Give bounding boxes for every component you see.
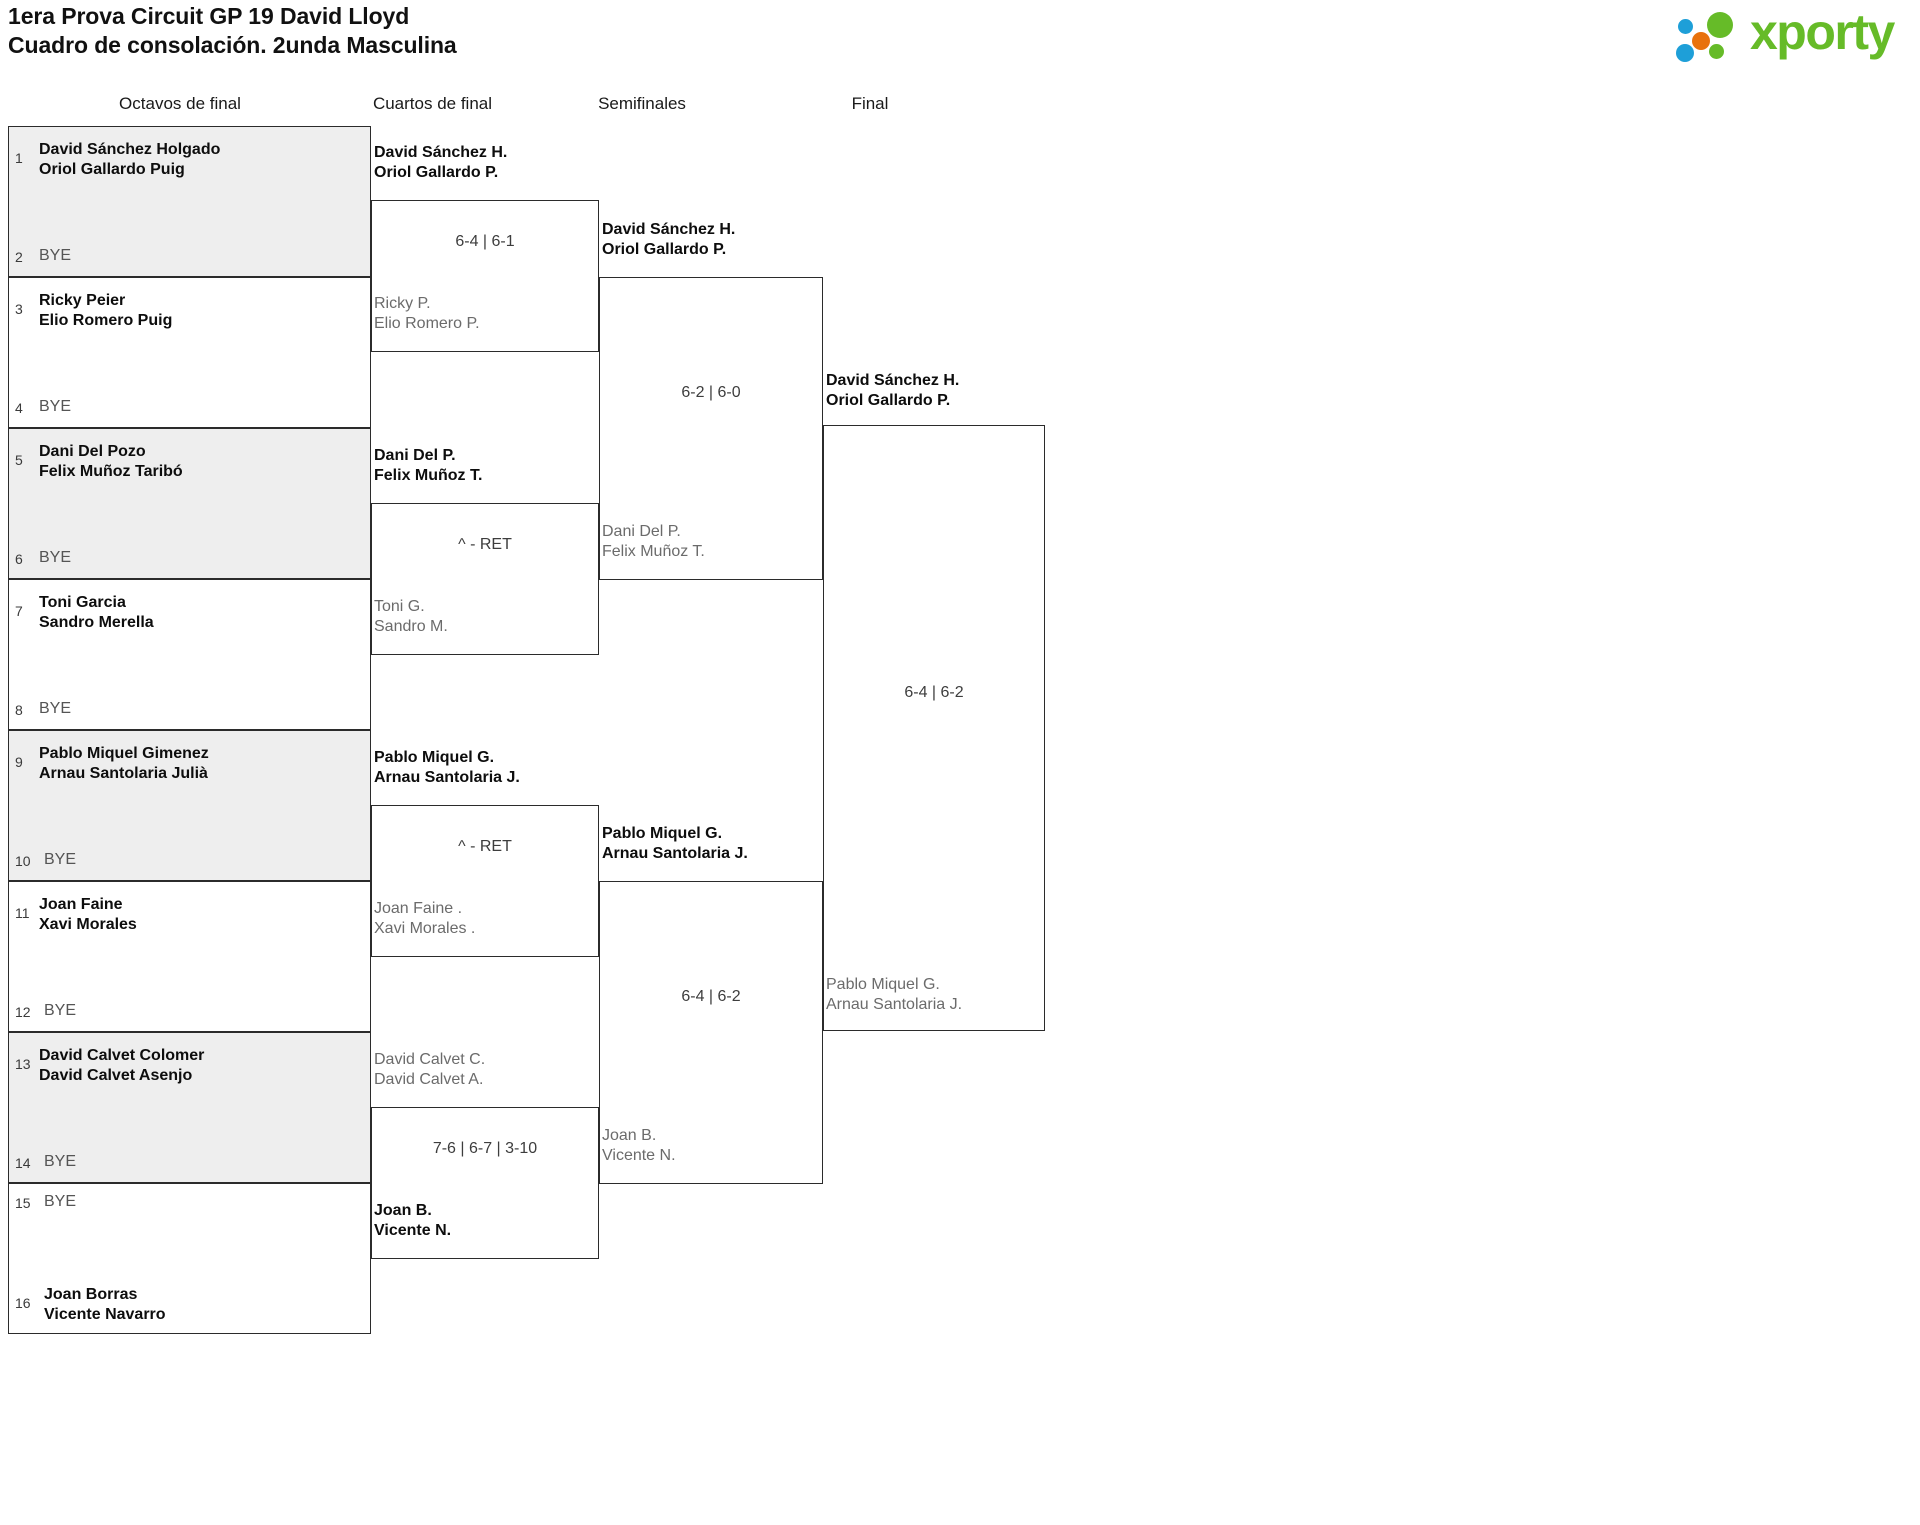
r1-pair-5[interactable]: 9 Pablo Miquel Gimenez Arnau Santolaria … [8,730,371,881]
r2-match-4-score: 7-6 | 6-7 | 3-10 [432,1140,538,1157]
seed-number: 2 [15,249,23,265]
r1-pair-6[interactable]: 11 Joan Faine Xavi Morales 12 BYE [8,881,371,1032]
logo-wordmark: xporty [1750,4,1895,60]
r1-entry-15-bye: BYE [44,1193,77,1210]
r3-m2-bottom-names: Joan B. Vicente N. [602,1127,676,1164]
r3-m1-top-names: David Sánchez H. Oriol Gallardo P. [602,221,736,258]
r2-m2-top-names: Dani Del P. Felix Muñoz T. [374,447,483,484]
r4-m1-bottom-names: Pablo Miquel G. Arnau Santolaria J. [826,976,963,1013]
logo-dot-blue-bottom [1676,44,1694,62]
seed-number: 8 [15,702,23,718]
logo-dot-green-small [1709,44,1724,59]
r1-entry-1-names: David Sánchez Holgado Oriol Gallardo Pui… [39,141,221,178]
r1-entry-10-bye: BYE [44,851,77,868]
r3-match-1-score: 6-2 | 6-0 [681,384,741,401]
page-title-line-2: Cuadro de consolación. 2unda Masculina [8,32,457,59]
xporty-logo: xporty [1676,4,1906,64]
r2-match-4-box[interactable] [371,1107,599,1259]
r2-m3-top-names: Pablo Miquel G. Arnau Santolaria J. [374,749,520,786]
r1-pair-8[interactable]: 15 BYE 16 Joan Borras Vicente Navarro [8,1183,371,1334]
r1-entry-6-bye: BYE [39,549,72,566]
r1-entry-2-bye: BYE [39,247,72,264]
r1-entry-9-names: Pablo Miquel Gimenez Arnau Santolaria Ju… [39,745,209,782]
seed-number: 11 [15,905,30,921]
logo-dot-orange [1692,32,1710,50]
r2-match-3-box[interactable] [371,805,599,957]
seed-number: 1 [15,150,23,166]
logo-dot-green-large [1707,12,1733,38]
r2-m4-top-names: David Calvet C. David Calvet A. [374,1051,486,1088]
r1-pair-4[interactable]: 7 Toni Garcia Sandro Merella 8 BYE [8,579,371,730]
seed-number: 10 [15,853,31,869]
page-title-line-1: 1era Prova Circuit GP 19 David Lloyd [8,3,410,29]
r1-entry-5-names: Dani Del Pozo Felix Muñoz Taribó [39,443,183,480]
round-header-semis: Semifinales [598,94,686,113]
seed-number: 13 [15,1056,31,1072]
r2-m1-bottom-names: Ricky P. Elio Romero P. [374,295,480,332]
r2-m1-top-names: David Sánchez H. Oriol Gallardo P. [374,144,508,181]
r3-match-1-box[interactable] [599,277,823,580]
r2-match-1-box[interactable] [371,200,599,352]
r3-match-2-box[interactable] [599,881,823,1184]
r3-m1-bottom-names: Dani Del P. Felix Muñoz T. [602,523,705,560]
seed-number: 12 [15,1004,31,1020]
r1-entry-11-names: Joan Faine Xavi Morales [39,896,137,933]
round-header-final: Final [851,94,889,113]
r1-entry-16-names: Joan Borras Vicente Navarro [44,1286,166,1323]
logo-dots-icon [1676,10,1746,62]
r2-match-1-score: 6-4 | 6-1 [455,233,515,250]
seed-number: 9 [15,754,23,770]
seed-number: 7 [15,603,23,619]
r4-m1-top-names: David Sánchez H. Oriol Gallardo P. [826,372,960,409]
r2-match-2-score: ^ - RET [458,536,512,553]
r2-m4-bottom-names: Joan B. Vicente N. [374,1202,452,1239]
seed-number: 3 [15,301,23,317]
r1-pair-7[interactable]: 13 David Calvet Colomer David Calvet Ase… [8,1032,371,1183]
page-title: 1era Prova Circuit GP 19 David Lloyd Cua… [8,2,457,61]
r1-entry-14-bye: BYE [44,1153,77,1170]
seed-number: 6 [15,551,23,567]
seed-number: 16 [15,1295,31,1311]
r4-match-1-box[interactable] [823,425,1045,1031]
round-header-cuartos: Cuartos de final [372,94,493,113]
r1-entry-4-bye: BYE [39,398,72,415]
round-header-octavos: Octavos de final [119,94,241,113]
r3-match-2-score: 6-4 | 6-2 [681,988,741,1005]
r2-m3-bottom-names: Joan Faine . Xavi Morales . [374,900,476,937]
r2-match-2-box[interactable] [371,503,599,655]
r2-m2-bottom-names: Toni G. Sandro M. [374,598,448,635]
r4-match-1-score: 6-4 | 6-2 [904,684,964,701]
r1-entry-7-names: Toni Garcia Sandro Merella [39,594,154,631]
seed-number: 14 [15,1155,31,1171]
r1-entry-8-bye: BYE [39,700,72,717]
seed-number: 5 [15,452,23,468]
r1-entry-12-bye: BYE [44,1002,77,1019]
r1-entry-3-names: Ricky Peier Elio Romero Puig [39,292,173,329]
r1-pair-2[interactable]: 3 Ricky Peier Elio Romero Puig 4 BYE [8,277,371,428]
r1-entry-13-names: David Calvet Colomer David Calvet Asenjo [39,1047,205,1084]
seed-number: 15 [15,1195,31,1211]
seed-number: 4 [15,400,23,416]
r1-pair-1[interactable]: 1 David Sánchez Holgado Oriol Gallardo P… [8,126,371,277]
r2-match-3-score: ^ - RET [458,838,512,855]
logo-dot-blue-top [1678,19,1693,34]
r3-m2-top-names: Pablo Miquel G. Arnau Santolaria J. [602,825,748,862]
r1-pair-3[interactable]: 5 Dani Del Pozo Felix Muñoz Taribó 6 BYE [8,428,371,579]
